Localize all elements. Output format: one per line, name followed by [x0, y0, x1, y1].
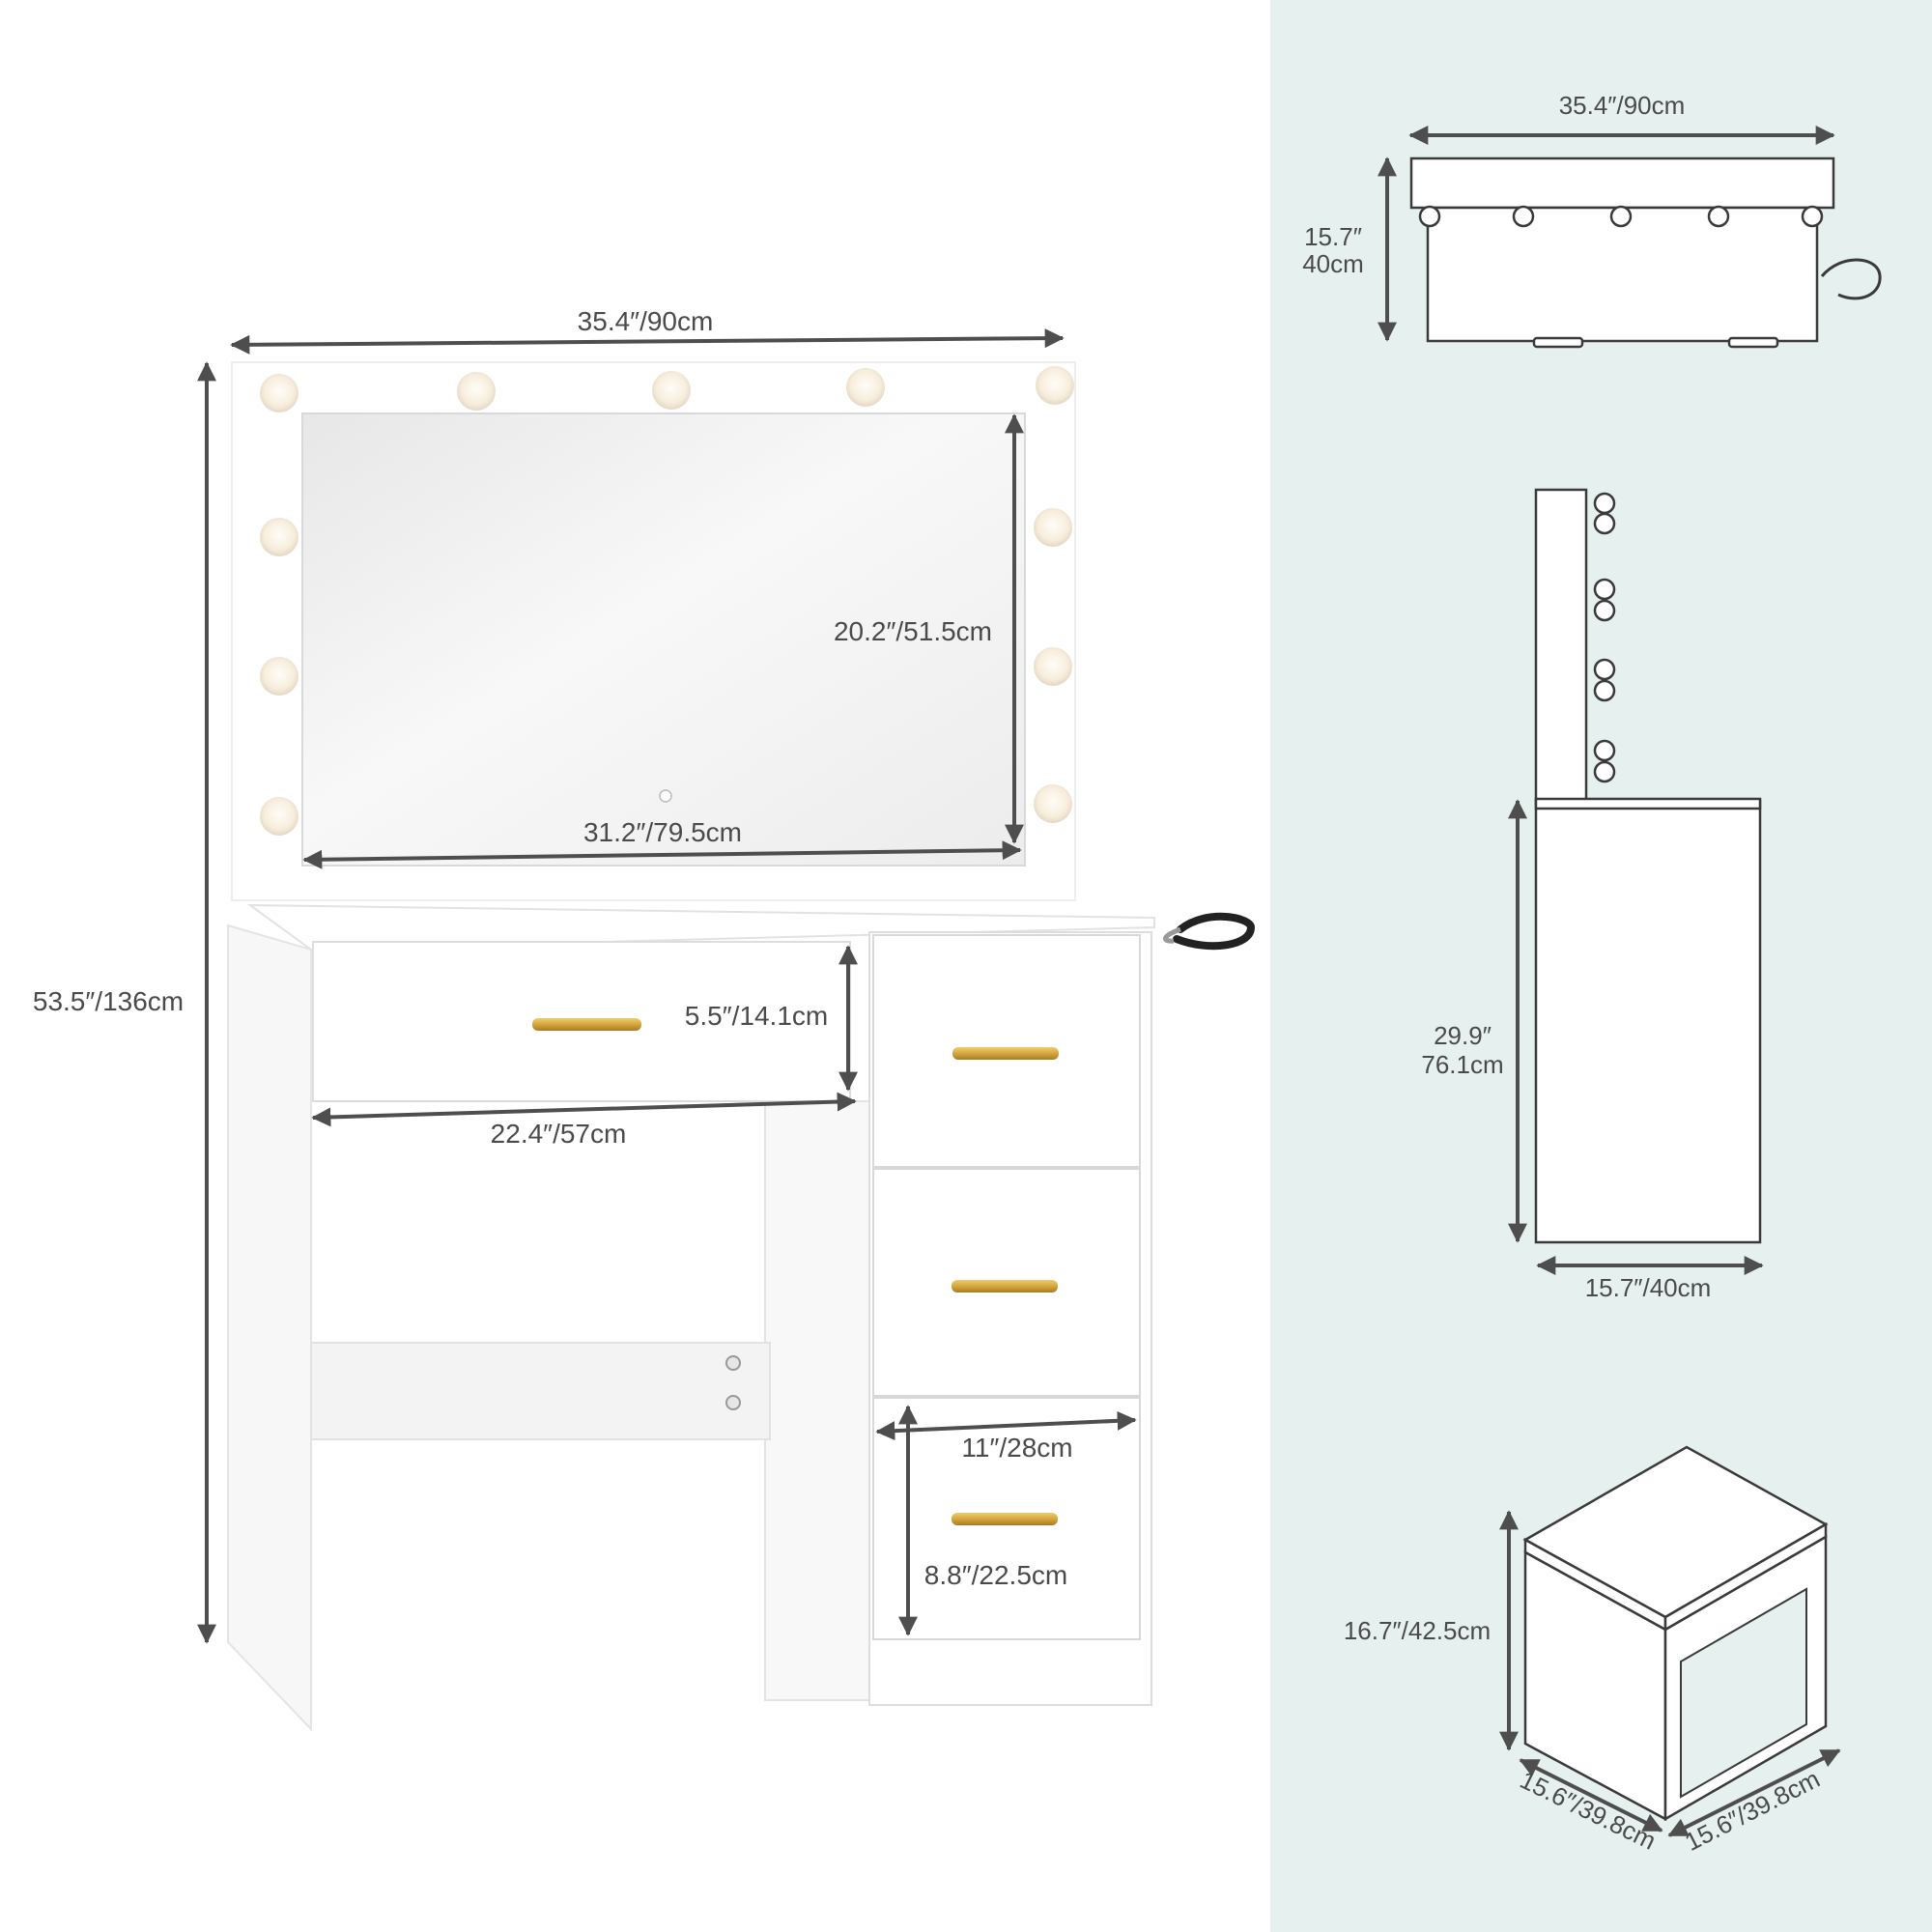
bulb-icon [260, 657, 298, 696]
label-overall-height: 53.5″/136cm [33, 986, 184, 1016]
dim-stool-depth [1519, 1758, 1663, 1833]
vanity-top-view [1409, 156, 1882, 349]
bulb-icon [1593, 679, 1616, 702]
label-top-drawer-width: 22.4″/57cm [491, 1119, 627, 1149]
crossbar [310, 1342, 771, 1440]
headphone-hook-icon [1173, 912, 1256, 951]
drawer-handle-icon [952, 1047, 1059, 1060]
side-view-top [1534, 797, 1762, 810]
label-top-drawer-height: 5.5″/14.1cm [685, 1001, 828, 1031]
hook-icon [1820, 258, 1882, 300]
label-top-depth-line1: 15.7″ [1304, 222, 1362, 251]
desk-top [246, 903, 1155, 952]
label-stool-height: 16.7″/42.5cm [1344, 1616, 1491, 1645]
label-overall-width: 35.4″/90cm [578, 306, 714, 336]
label-side-depth: 15.7″/40cm [1585, 1273, 1712, 1302]
label-side-drawer-height: 8.8″/22.5cm [924, 1560, 1067, 1590]
top-view-drawer-right [1727, 336, 1779, 349]
dim-top-drawer-width [311, 1092, 857, 1127]
bulb-icon [1801, 205, 1824, 228]
bulb-icon [1593, 739, 1616, 762]
bulb-icon [1593, 492, 1616, 515]
label-top-width: 35.4″/90cm [1559, 91, 1686, 120]
side-view-mirror [1534, 488, 1588, 803]
bulb-icon [260, 797, 298, 836]
bulb-icon [457, 372, 496, 411]
dim-mirror-width [302, 840, 1022, 869]
bulb-icon [260, 374, 298, 412]
vanity-front-view [227, 361, 1256, 1732]
main-dimension-lines [197, 328, 1137, 1644]
drawer-handle-icon [952, 1280, 1058, 1293]
dim-stool-width [1667, 1748, 1841, 1837]
top-view-desk [1426, 206, 1819, 343]
dim-side-drawer-width [875, 1410, 1137, 1441]
bulb-icon [1036, 366, 1074, 405]
screw-icon [725, 1395, 741, 1410]
label-mirror-height: 20.2″/51.5cm [834, 616, 992, 646]
bulb-icon [1512, 205, 1535, 228]
bulb-icon [1034, 508, 1072, 547]
screw-icon [725, 1355, 741, 1371]
label-side-drawer-width: 11″/28cm [961, 1433, 1072, 1463]
label-top-depth-line2: 40cm [1302, 249, 1364, 278]
stool-view [1522, 1445, 1829, 1822]
bulb-icon [846, 368, 885, 407]
hook-ring [1163, 926, 1181, 944]
left-leg-panel [227, 923, 312, 1732]
bulb-icon [1034, 784, 1072, 823]
drawer-handle-icon [532, 1018, 641, 1031]
drawer-handle-icon [952, 1513, 1058, 1525]
bulb-icon [652, 371, 691, 410]
top-view-drawer-left [1532, 336, 1584, 349]
dim-overall-width [230, 328, 1065, 355]
bulb-icon [1593, 599, 1616, 622]
bulb-icon [260, 518, 298, 556]
touch-sensor-icon [659, 789, 672, 803]
label-mirror-width: 31.2″/79.5cm [583, 817, 742, 847]
bulb-icon [1707, 205, 1730, 228]
top-view-frame [1409, 156, 1835, 210]
bulb-icon [1418, 205, 1441, 228]
bulb-icon [1593, 578, 1616, 601]
cabinet-side [764, 1100, 872, 1701]
vanity-bulbs [260, 366, 1074, 836]
side-view-cabinet [1534, 799, 1762, 1244]
bulb-icon [1593, 512, 1616, 535]
vanity-side-view [1534, 488, 1762, 1244]
label-side-height-line2: 76.1cm [1421, 1050, 1503, 1079]
bulb-icon [1593, 760, 1616, 783]
bulb-icon [1034, 647, 1072, 686]
bulb-icon [1609, 205, 1633, 228]
bulb-icon [1593, 658, 1616, 681]
label-side-height-line1: 29.9″ [1434, 1021, 1492, 1050]
